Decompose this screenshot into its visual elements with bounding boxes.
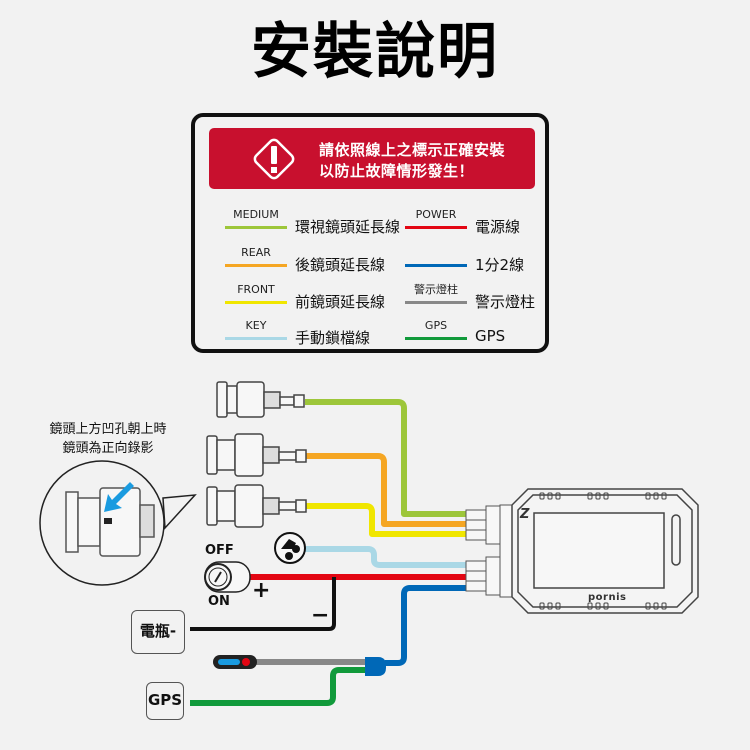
legend-tag: FRONT: [237, 283, 275, 296]
legend-item: POWER 電源線: [405, 209, 575, 239]
wire-rear: [305, 453, 470, 527]
legend-color-line: [225, 226, 287, 229]
wire-negative: [190, 577, 336, 631]
legend-item: FRONT 前鏡頭延長線: [225, 284, 395, 314]
legend-tag: KEY: [245, 319, 267, 332]
wire-split: [385, 585, 470, 666]
legend-description: 環視鏡頭延長線: [295, 218, 401, 236]
legend-color-line: [225, 301, 287, 304]
legend-tag: GPS: [424, 319, 448, 332]
lens-note-line-1: 鏡頭上方凹孔朝上時: [49, 422, 167, 437]
legend-item: REAR 後鏡頭延長線: [225, 247, 395, 277]
legend-item: 1分2線: [405, 247, 575, 277]
wire-medium: [305, 399, 470, 517]
legend-color-line: [405, 264, 467, 267]
device-plugs: [465, 504, 515, 598]
legend-item: MEDIUM 環視鏡頭延長線: [225, 208, 400, 239]
lock-button-icon: [274, 532, 306, 564]
legend-color-line: [405, 301, 467, 304]
switch-on-label: ON: [208, 594, 230, 609]
legend-tag: POWER: [415, 208, 457, 221]
minus-sign: −: [311, 603, 330, 628]
warning-banner: 請依照線上之標示正確安裝 以防止故障情形發生！: [209, 128, 535, 189]
legend-color-line: [225, 337, 287, 340]
legend-description: 1分2線: [475, 256, 525, 274]
device-logo-icon: Z: [520, 507, 530, 522]
legend-item: KEY 手動鎖檔線: [225, 320, 395, 350]
warning-diamond-icon: [253, 138, 295, 180]
dash-cam-device: [511, 488, 699, 614]
camera-connector-rear: [206, 433, 307, 477]
legend-tag: 警示燈柱: [414, 283, 458, 296]
switch-off-label: OFF: [205, 543, 234, 558]
wire-front: [305, 503, 470, 537]
legend-color-line: [405, 226, 467, 229]
warning-light-stick-icon: [213, 655, 257, 669]
legend-item: GPS GPS: [405, 320, 575, 350]
page-title: 安裝說明: [251, 17, 499, 87]
splitter-connector: [365, 657, 386, 676]
legend-description: 前鏡頭延長線: [295, 293, 386, 311]
legend-description: 電源線: [475, 218, 521, 236]
legend-color-line: [225, 264, 287, 267]
lens-callout: [39, 460, 197, 586]
device-brand: pornis: [588, 592, 627, 603]
battery-negative-label: 電瓶-: [131, 610, 185, 654]
legend-panel: 請依照線上之標示正確安裝 以防止故障情形發生！ MEDIUM 環視鏡頭延長線 POW…: [191, 113, 549, 353]
wire-key: [300, 546, 470, 568]
legend-description: 後鏡頭延長線: [295, 256, 386, 274]
legend-tag: REAR: [241, 246, 271, 259]
lens-note-line-2: 鏡頭為正向錄影: [62, 441, 154, 456]
legend-item: 警示燈柱警示燈柱: [405, 284, 575, 314]
legend-tag: MEDIUM: [233, 208, 279, 221]
warning-line-2: 以防止故障情形發生！: [319, 162, 475, 180]
warning-text: 請依照線上之標示正確安裝 以防止故障情形發生！: [319, 140, 505, 182]
warning-line-1: 請依照線上之標示正確安裝: [319, 141, 506, 159]
legend-description: 警示燈柱: [475, 293, 536, 311]
camera-connector-front: [206, 484, 307, 528]
arrow-icon: [104, 482, 134, 512]
legend-color-line: [405, 337, 467, 340]
legend-description: GPS: [475, 327, 506, 345]
lens-orientation-note: 鏡頭上方凹孔朝上時 鏡頭為正向錄影: [28, 420, 188, 458]
gps-label: GPS: [146, 682, 184, 720]
plus-sign: +: [252, 578, 271, 603]
wire-gps: [190, 667, 365, 706]
camera-connector-medium: [216, 381, 305, 418]
legend-description: 手動鎖檔線: [295, 329, 371, 347]
ignition-switch-icon: [204, 561, 251, 593]
